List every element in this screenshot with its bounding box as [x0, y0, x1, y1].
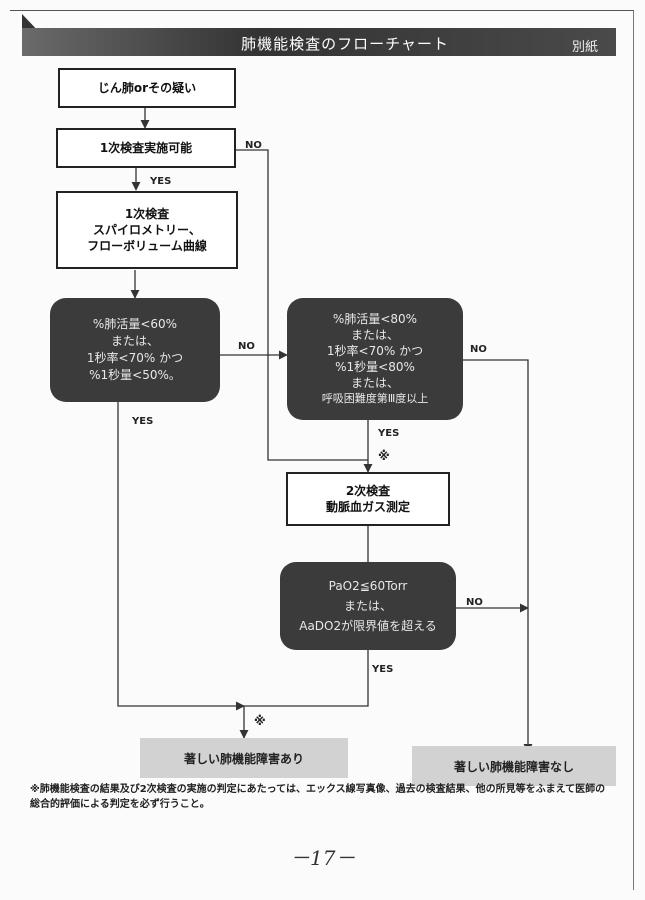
- label-severe-yes: YES: [132, 416, 154, 427]
- criteria-line: %肺活量<60%: [92, 317, 178, 331]
- node-result-no: 著しい肺機能障害なし: [412, 746, 616, 786]
- node-blood-gas: PaO2≦60Torr または、 AaDO2が限界値を超える: [280, 562, 456, 650]
- criteria-line: または、: [350, 328, 399, 342]
- edge-primary-no: [235, 149, 368, 461]
- node-criteria-moderate: %肺活量<80% または、 1秒率<70% かつ %1秒量<80% または、 呼…: [287, 298, 463, 420]
- criteria-line: %肺活量<80%: [332, 312, 418, 326]
- blood-gas-line: AaDO2が限界値を超える: [299, 619, 437, 633]
- label-gas-yes: YES: [372, 664, 394, 675]
- edge-severe-yes: [117, 402, 245, 711]
- page-border: [10, 10, 634, 890]
- criteria-line: %1秒量<50%。: [89, 368, 181, 382]
- node-secondary-exam-line: 2次検査: [345, 484, 391, 498]
- label-moderate-no: NO: [470, 344, 487, 355]
- edge-moderate-no: [462, 359, 533, 753]
- node-primary-exam: 1次検査 スパイロメトリー、 フローボリューム曲線: [56, 191, 238, 269]
- footnote: ※肺機能検査の結果及び2次検査の実施の判定にあたっては、エックス線写真像、過去の…: [30, 784, 606, 810]
- header-band: [22, 28, 616, 56]
- page-title: 肺機能検査のフローチャート: [241, 35, 449, 53]
- criteria-line: 呼吸困難度第Ⅲ度以上: [321, 392, 429, 405]
- edge-gas-yes: [239, 650, 369, 739]
- attachment-label: 別紙: [572, 40, 599, 55]
- node-result-yes: 著しい肺機能障害あり: [140, 738, 348, 778]
- label-note-mark-secondary: ※: [378, 449, 390, 463]
- node-primary-exam-line: 1次検査: [124, 207, 170, 221]
- label-severe-no: NO: [238, 341, 255, 352]
- node-primary-possible-label: 1次検査実施可能: [99, 141, 193, 155]
- node-result-yes-label: 著しい肺機能障害あり: [183, 751, 304, 766]
- node-suspect: じん肺orその疑い: [58, 68, 236, 108]
- node-criteria-severe: %肺活量<60% または、 1秒率<70% かつ %1秒量<50%。: [50, 298, 220, 402]
- node-primary-exam-line: フローボリューム曲線: [87, 239, 207, 253]
- node-suspect-label: じん肺orその疑い: [97, 81, 197, 95]
- label-primary-no: NO: [245, 140, 262, 151]
- node-primary-exam-line: スパイロメトリー、: [93, 223, 201, 237]
- label-moderate-yes: YES: [378, 428, 400, 439]
- node-primary-possible: 1次検査実施可能: [56, 128, 236, 168]
- criteria-line: または、: [350, 376, 399, 390]
- node-result-no-label: 著しい肺機能障害なし: [453, 759, 574, 774]
- label-note-mark-result: ※: [254, 714, 266, 728]
- page-number: －17－: [290, 846, 356, 870]
- label-gas-no: NO: [466, 597, 483, 608]
- blood-gas-line: PaO2≦60Torr: [328, 579, 408, 593]
- criteria-line: 1秒率<70% かつ: [326, 344, 424, 358]
- label-primary-yes: YES: [150, 176, 172, 187]
- criteria-line: %1秒量<80%: [335, 360, 415, 374]
- node-secondary-exam: 2次検査 動脈血ガス測定: [286, 472, 450, 526]
- criteria-line: または、: [110, 334, 159, 348]
- blood-gas-line: または、: [343, 599, 392, 613]
- node-secondary-exam-line: 動脈血ガス測定: [325, 500, 410, 514]
- criteria-line: 1秒率<70% かつ: [86, 351, 184, 365]
